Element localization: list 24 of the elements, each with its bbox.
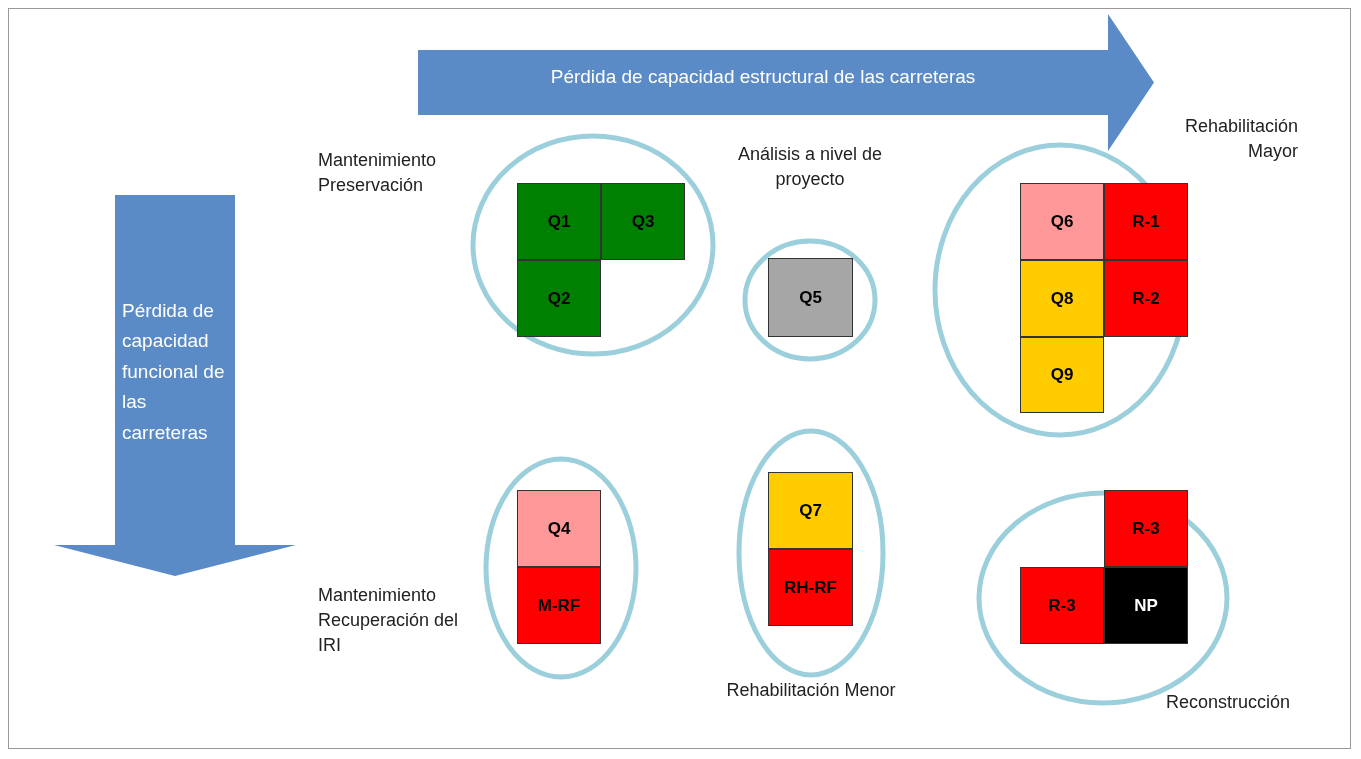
arrow-label: Pérdida de capacidad estructural de las carreteras	[549, 65, 977, 89]
category-tile: Q9	[1020, 337, 1104, 413]
group-label: Mantenimiento Recuperación del IRI	[318, 584, 460, 658]
category-tile: R-1	[1104, 183, 1188, 260]
category-tile: R-2	[1104, 260, 1188, 337]
category-tile: Q6	[1020, 183, 1104, 260]
group-label: Rehabilitación Mayor	[1183, 115, 1298, 164]
group-label: Reconstrucción	[1166, 691, 1292, 714]
category-tile: R-3	[1104, 490, 1188, 567]
group-label: Rehabilitación Menor	[725, 679, 897, 702]
category-tile: Q8	[1020, 260, 1104, 337]
category-tile: Q3	[601, 183, 685, 260]
category-tile: NP	[1104, 567, 1188, 644]
group-label: Mantenimiento Preservación	[318, 149, 438, 198]
arrow-label: Pérdida de capacidad funcional de las carreteras	[122, 299, 226, 445]
group-label: Análisis a nivel de proyecto	[736, 143, 884, 192]
category-tile: M-RF	[517, 567, 601, 644]
category-tile: Q4	[517, 490, 601, 567]
category-tile: Q1	[517, 183, 601, 260]
category-tile: Q7	[768, 472, 853, 549]
category-tile: Q5	[768, 258, 853, 337]
category-tile: Q2	[517, 260, 601, 337]
category-tile: RH-RF	[768, 549, 853, 626]
category-tile: R-3	[1020, 567, 1104, 644]
